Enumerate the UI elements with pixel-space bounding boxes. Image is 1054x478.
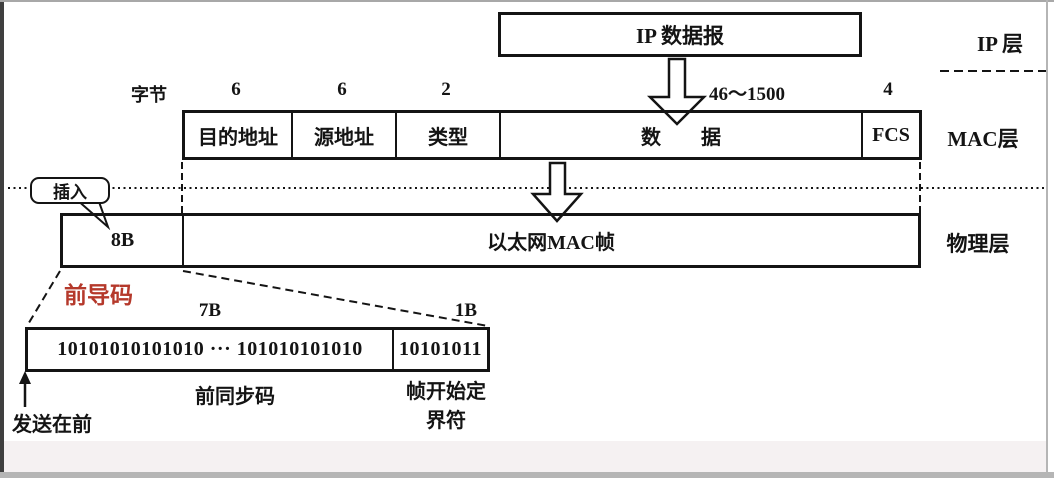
sfd-size-label: 1B	[454, 300, 478, 321]
insert-callout-bubble: 插入	[30, 177, 110, 204]
preamble-title: 前导码	[64, 283, 133, 308]
preamble-detail-box: 10101010101010 ··· 101010101010 10101011	[25, 327, 490, 372]
ip-datagram-box: IP 数据报	[498, 12, 862, 57]
field-source-address: 源地址	[293, 113, 397, 157]
field-fcs: FCS	[872, 123, 910, 146]
bytes-destination: 6	[231, 79, 241, 100]
ethernet-mac-frame-cell: 以太网MAC帧	[487, 232, 615, 254]
physical-layer-row: 8B 以太网MAC帧	[60, 213, 921, 268]
mac-to-physical-arrow-icon	[530, 161, 584, 223]
sync-bits-cell: 10101010101010 ··· 101010101010	[28, 330, 394, 369]
send-first-arrow-icon	[19, 371, 31, 384]
field-data: 数 据	[501, 113, 863, 157]
field-type: 类型	[397, 113, 501, 157]
physical-layer-label: 物理层	[946, 232, 1010, 256]
preamble-8b-cell: 8B	[63, 216, 184, 265]
bytes-data: 46～1500	[708, 84, 786, 105]
screen-bottom-bar	[0, 472, 1054, 478]
sfd-bits-cell: 10101011	[399, 338, 482, 360]
byte-unit-label: 字节	[131, 85, 167, 105]
expansion-dashed-left	[26, 270, 61, 327]
sync-caption: 前同步码	[195, 386, 275, 408]
bytes-source: 6	[337, 79, 347, 100]
mac-frame-row: 目的地址 源地址 类型 数 据 FCS	[182, 110, 922, 160]
field-destination-address: 目的地址	[185, 113, 293, 157]
send-first-label: 发送在前	[12, 414, 92, 436]
bytes-fcs: 4	[883, 79, 893, 100]
bytes-type: 2	[441, 79, 451, 100]
expansion-dashed-right	[182, 270, 489, 327]
sfd-caption: 帧开始定界符	[406, 381, 486, 432]
mac-layer-label: MAC层	[947, 127, 1019, 151]
screen-left-border	[0, 0, 4, 478]
ip-layer-label: IP 层	[976, 32, 1024, 56]
screen-top-border	[0, 0, 1054, 2]
sync-size-label: 7B	[198, 300, 222, 321]
screen-right-border	[1046, 0, 1048, 478]
watermark-band	[4, 441, 1046, 473]
